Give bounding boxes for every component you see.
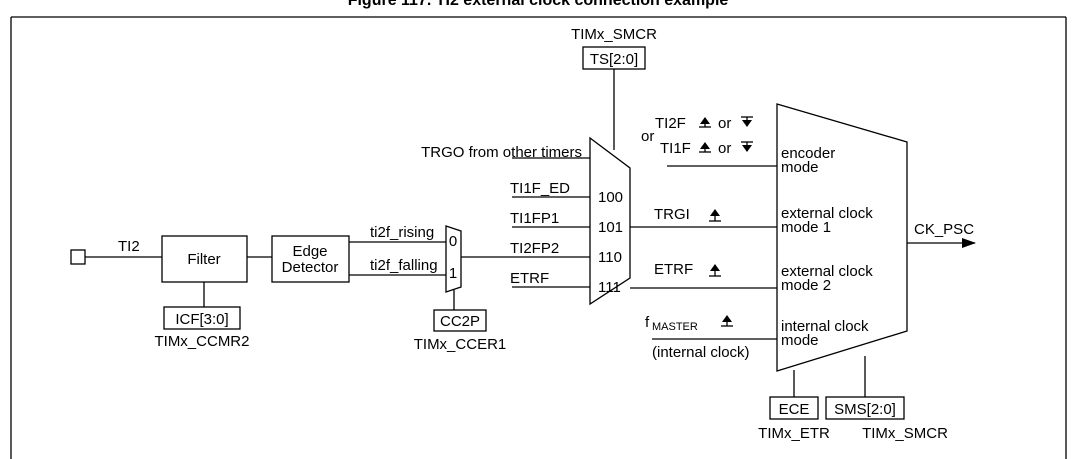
fmaster-sub: MASTER xyxy=(652,321,698,333)
ccmr2-label: TIMx_CCMR2 xyxy=(154,333,249,350)
ts-label: TS[2:0] xyxy=(590,51,638,68)
filter-block xyxy=(161,235,248,283)
ti2f-rising-label: ti2f_rising xyxy=(370,224,434,241)
etr-label: TIMx_ETR xyxy=(758,425,830,442)
polarity-mux xyxy=(445,225,462,293)
ti1fp1-label: TI1FP1 xyxy=(510,210,559,227)
figure-caption: Figure 117. TI2 external clock connectio… xyxy=(348,0,729,9)
encoder-mode-1: encoder xyxy=(781,145,835,162)
ti1f-label: TI1F xyxy=(660,140,691,157)
cc2p-register-field xyxy=(433,309,487,332)
ti2-input-pin xyxy=(70,249,86,265)
cc2p-label: CC2P xyxy=(440,313,480,330)
smcr-label-bottom: TIMx_SMCR xyxy=(862,425,948,442)
icf-register-field xyxy=(163,306,241,330)
filter-label: Filter xyxy=(187,251,220,268)
ti2f-rising-icon xyxy=(699,117,711,128)
trgi-edge-icon xyxy=(709,209,721,222)
ti2f-falling-label: ti2f_falling xyxy=(370,257,438,274)
ti1f-ed-label: TI1F_ED xyxy=(510,180,570,197)
ti2f-falling-icon xyxy=(741,116,753,127)
sms-register-field xyxy=(825,396,905,420)
trigger-selector-mux xyxy=(589,136,631,306)
icf-label: ICF[3:0] xyxy=(175,311,228,328)
ext-mode1-1: external clock xyxy=(781,205,873,222)
ece-label: ECE xyxy=(779,401,810,418)
edge-detector-label-1: Edge xyxy=(292,243,327,260)
code-100: 100 xyxy=(598,189,623,206)
code-110: 110 xyxy=(598,249,622,266)
ti1f-rising-icon xyxy=(699,142,711,153)
or-word: or xyxy=(641,128,654,145)
int-mode-2: mode xyxy=(781,332,819,349)
ti2fp2-label: TI2FP2 xyxy=(510,240,559,257)
ext-mode2-2: mode 2 xyxy=(781,277,831,294)
code-111: 111 xyxy=(598,279,621,296)
slave-mode-mux xyxy=(776,103,908,372)
etrf2-label: ETRF xyxy=(654,261,693,278)
int-mode-1: internal clock xyxy=(781,318,869,335)
ti1f-falling-icon xyxy=(741,141,753,152)
ck-psc-label: CK_PSC xyxy=(914,221,974,238)
mux1-in1-label: 1 xyxy=(449,265,457,282)
edge-detector-label-2: Detector xyxy=(282,259,339,276)
etrf-label: ETRF xyxy=(510,270,549,287)
fmaster-f: f xyxy=(645,314,650,331)
ece-register-field xyxy=(769,396,819,420)
ext-mode2-1: external clock xyxy=(781,263,873,280)
edge-detector-block xyxy=(271,235,350,283)
or-2: or xyxy=(718,140,731,157)
mux1-in0-label: 0 xyxy=(449,233,457,250)
ti2f-label: TI2F xyxy=(655,115,686,132)
sms-label: SMS[2:0] xyxy=(834,401,896,418)
encoder-mode-2: mode xyxy=(781,159,819,176)
smcr-label-top: TIMx_SMCR xyxy=(571,26,657,43)
ti2-label: TI2 xyxy=(118,238,140,255)
internal-clock-label: (internal clock) xyxy=(652,344,750,361)
code-101: 101 xyxy=(598,219,623,236)
ccer1-label: TIMx_CCER1 xyxy=(414,336,507,353)
or-1: or xyxy=(718,115,731,132)
fmaster-edge-icon xyxy=(721,315,733,327)
etrf-edge-icon xyxy=(709,264,721,277)
trgo-label: TRGO from other timers xyxy=(421,144,582,161)
trgi-label: TRGI xyxy=(654,206,690,223)
ext-mode1-2: mode 1 xyxy=(781,219,831,236)
